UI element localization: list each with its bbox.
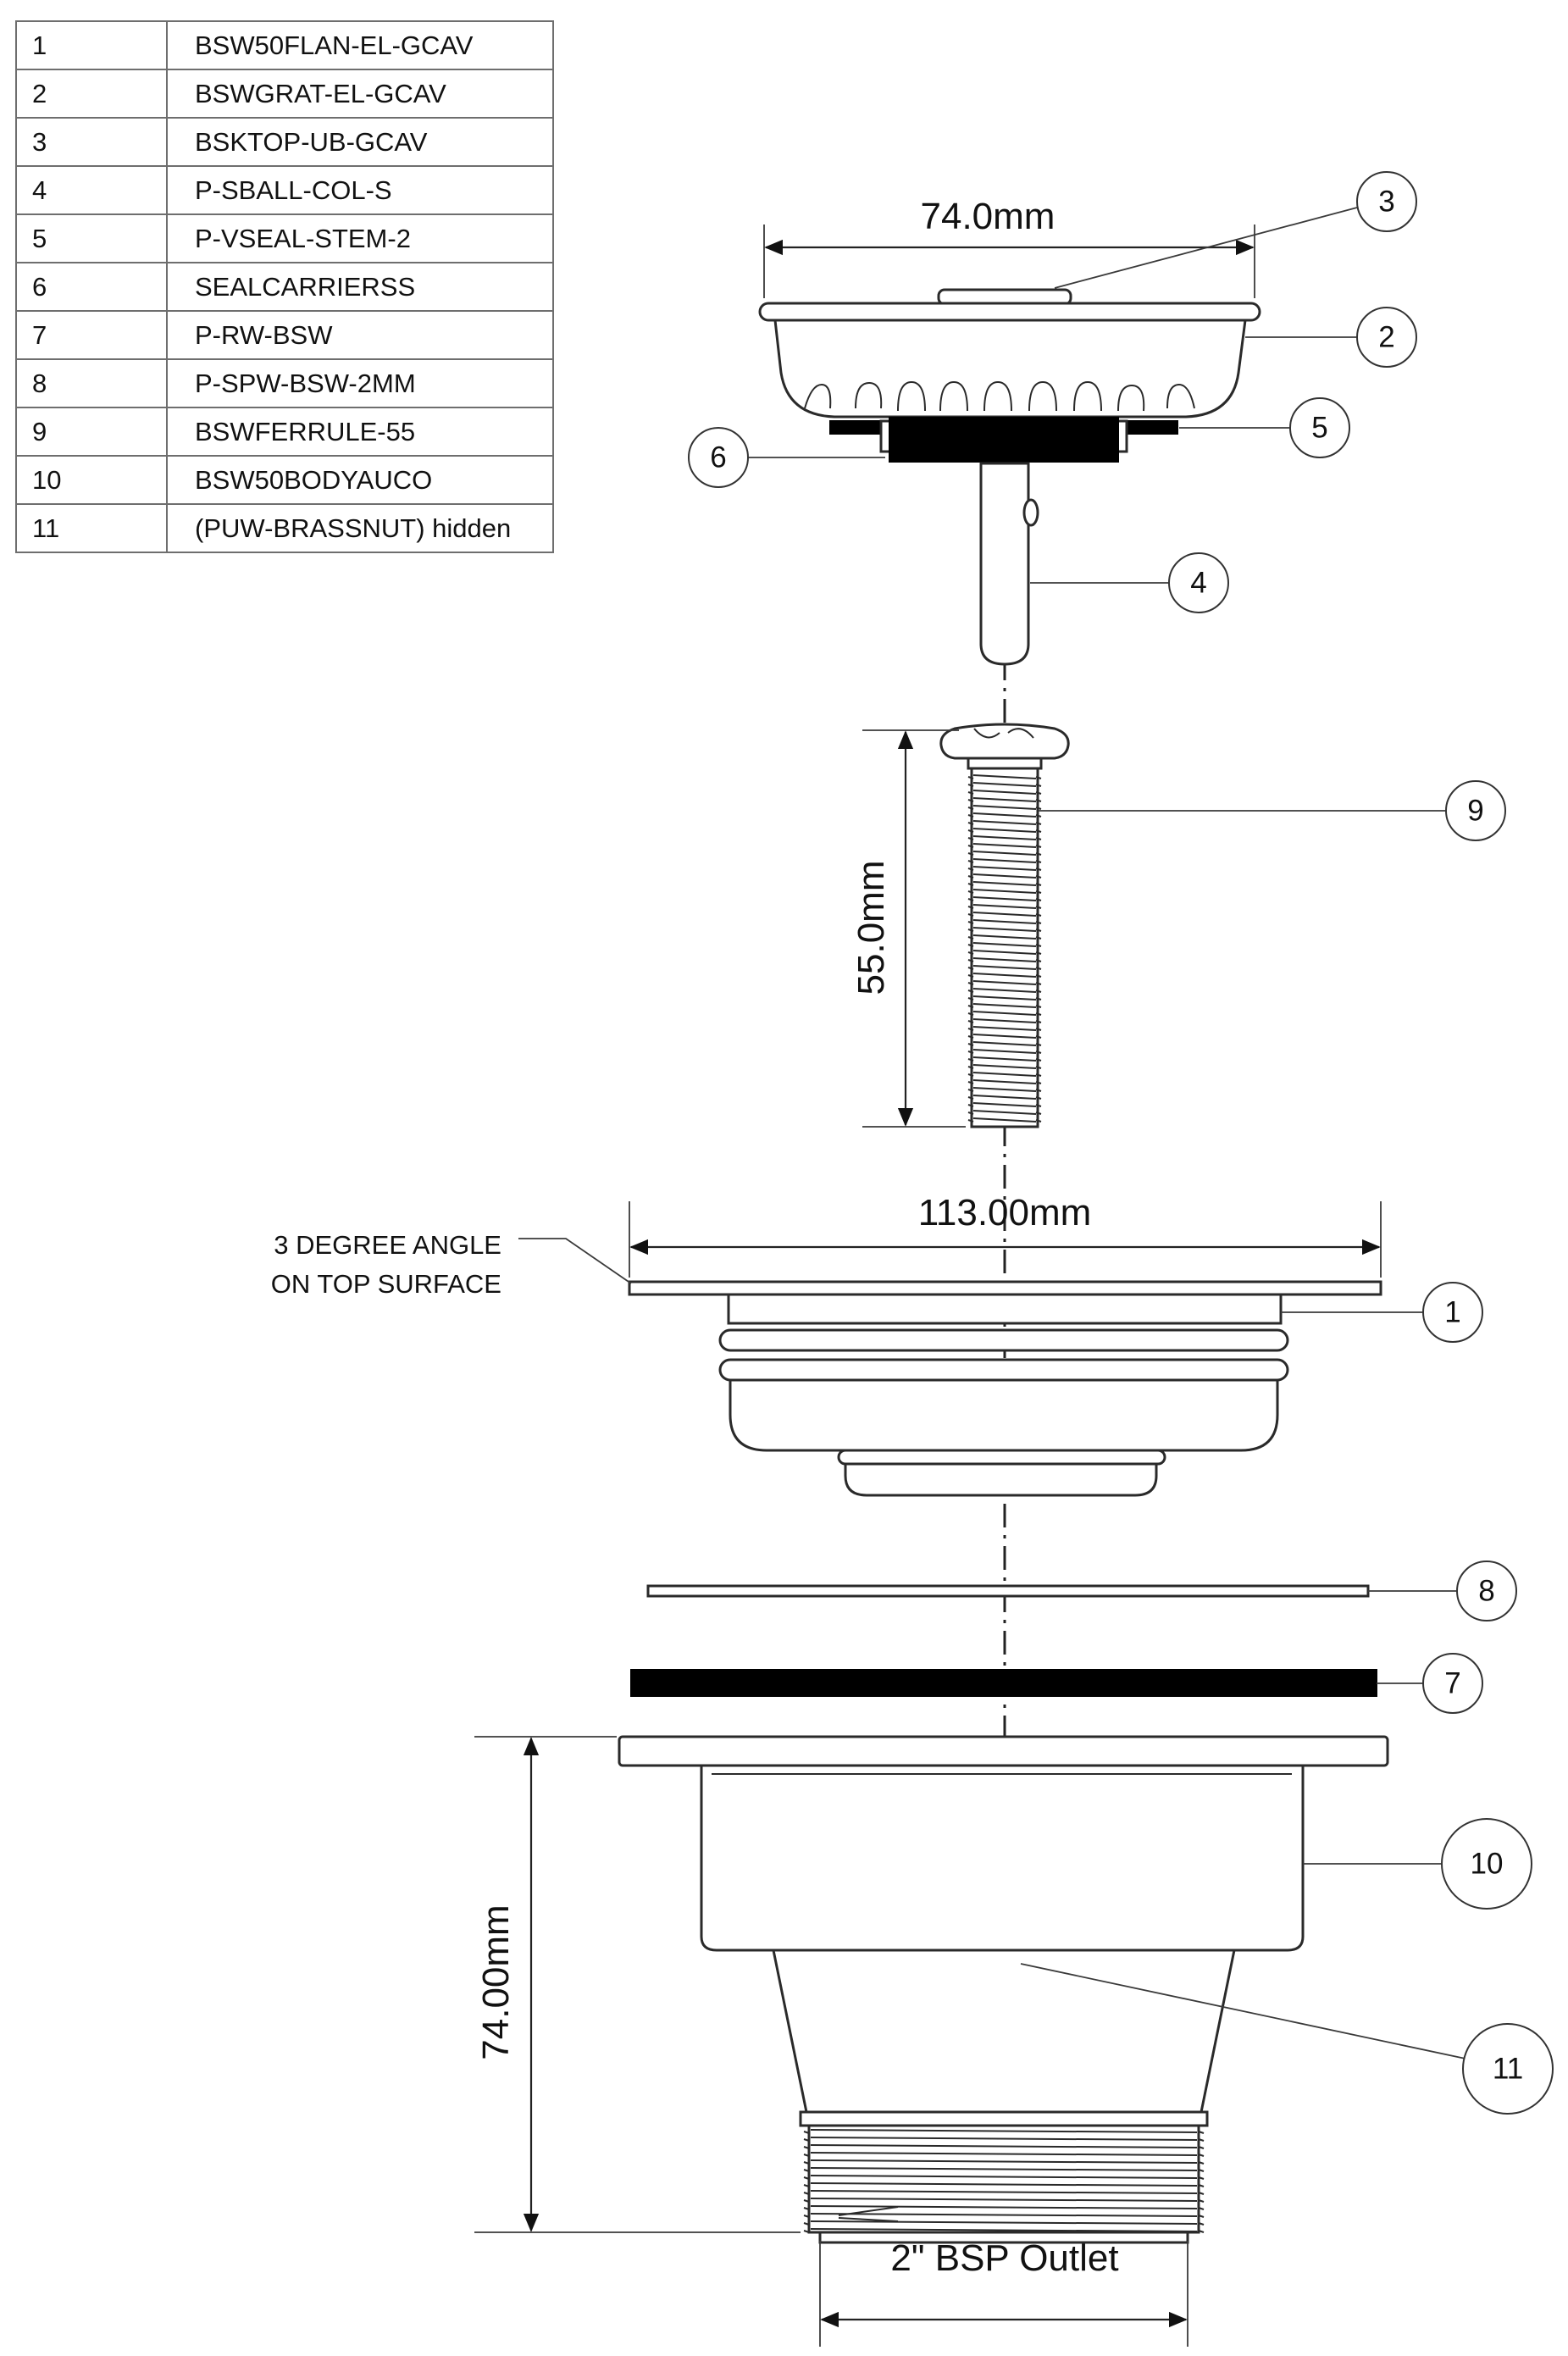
svg-text:7: 7 [1444, 1667, 1460, 1700]
balloon-7: 7 [1377, 1653, 1483, 1714]
svg-text:2: 2 [1378, 321, 1394, 354]
part-number-cell: 2 [15, 69, 168, 119]
part-code-cell: P-VSEAL-STEM-2 [166, 213, 554, 263]
dimension-flange-width: 113.00mm [629, 1192, 1382, 1278]
part-number-cell: 7 [15, 310, 168, 360]
part-number-cell: 8 [15, 358, 168, 408]
balloon-5: 5 [1179, 397, 1350, 458]
stem [979, 462, 1039, 666]
flange [628, 1280, 1382, 1497]
parts-table-row: 11(PUW-BRASSNUT) hidden [15, 503, 554, 553]
svg-text:10: 10 [1471, 1848, 1504, 1881]
svg-text:6: 6 [710, 441, 726, 474]
dimension-body-height: 74.00mm [474, 1736, 801, 2233]
basket-top-knob [937, 288, 1072, 306]
svg-text:11: 11 [1493, 2053, 1523, 2086]
balloon-4: 4 [1030, 552, 1229, 613]
dimension-outlet: 2" BSP Outlet [819, 2237, 1188, 2347]
part-number-cell: 1 [15, 20, 168, 70]
svg-text:5: 5 [1311, 412, 1327, 445]
part-code-cell: BSW50FLAN-EL-GCAV [166, 20, 554, 70]
dimension-basket-width: 74.0mm [763, 196, 1255, 298]
tapered-section [772, 1949, 1236, 2114]
part-number-cell: 11 [15, 503, 168, 553]
part-code-cell: P-RW-BSW [166, 310, 554, 360]
part-number-cell: 9 [15, 407, 168, 457]
rubber-washer [630, 1669, 1377, 1697]
dimension-basket-width-label: 74.0mm [921, 196, 1055, 237]
angle-note-line1: 3 DEGREE ANGLE [274, 1230, 501, 1260]
part-code-cell: BSKTOP-UB-GCAV [166, 117, 554, 167]
part-number-cell: 4 [15, 165, 168, 215]
balloon-2: 2 [1245, 307, 1417, 368]
balloon-11: 11 [1020, 1963, 1554, 2115]
basket-strainer [758, 302, 1261, 419]
balloon-6: 6 [688, 427, 885, 488]
svg-text:3: 3 [1378, 186, 1394, 219]
angle-note: 3 DEGREE ANGLE ON TOP SURFACE [271, 1230, 632, 1299]
part-code-cell: BSW50BODYAUCO [166, 455, 554, 505]
balloon-3: 3 [1054, 171, 1417, 289]
dimension-ferrule-length-label: 55.0mm [850, 861, 892, 995]
part-number-cell: 3 [15, 117, 168, 167]
part-number-cell: 6 [15, 262, 168, 312]
angle-note-line2: ON TOP SURFACE [271, 1269, 501, 1299]
part-code-cell: (PUW-BRASSNUT) hidden [166, 503, 554, 553]
seal-carrier [879, 417, 1128, 463]
balloon-9: 9 [1039, 780, 1506, 841]
balloon-1: 1 [1281, 1282, 1483, 1343]
svg-text:9: 9 [1467, 795, 1483, 828]
part-code-cell: SEALCARRIERSS [166, 262, 554, 312]
balloon-8: 8 [1368, 1561, 1517, 1621]
body [618, 1735, 1389, 2244]
svg-text:4: 4 [1190, 567, 1206, 600]
part-number-cell: 10 [15, 455, 168, 505]
dimension-ferrule-length: 55.0mm [850, 729, 966, 1128]
dimension-outlet-label: 2" BSP Outlet [890, 2237, 1118, 2279]
balloon-10: 10 [1303, 1818, 1532, 1910]
part-code-cell: P-SPW-BSW-2MM [166, 358, 554, 408]
part-code-cell: BSWFERRULE-55 [166, 407, 554, 457]
spacer-washer [646, 1584, 1370, 1598]
part-code-cell: BSWGRAT-EL-GCAV [166, 69, 554, 119]
outlet-threads [803, 2129, 1205, 2233]
part-code-cell: P-SBALL-COL-S [166, 165, 554, 215]
dimension-flange-width-label: 113.00mm [918, 1192, 1092, 1233]
basket-slots [804, 380, 1195, 412]
ferrule-threads [967, 774, 1042, 1123]
svg-text:8: 8 [1478, 1575, 1494, 1608]
dimension-body-height-label: 74.00mm [475, 1904, 517, 2059]
ferrule [939, 723, 1070, 1128]
part-number-cell: 5 [15, 213, 168, 263]
svg-text:1: 1 [1444, 1296, 1460, 1329]
